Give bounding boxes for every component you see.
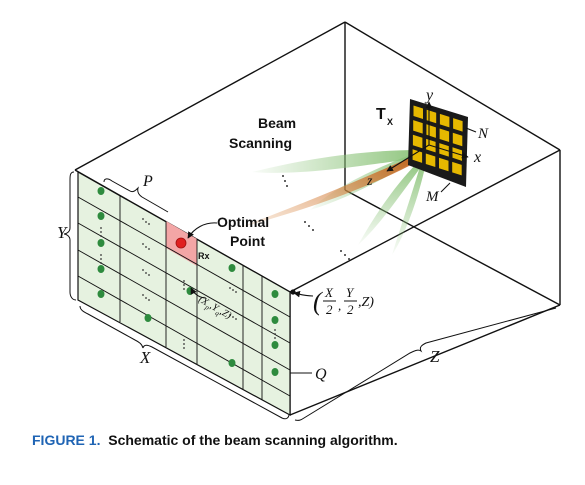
axis-x-label: x [473,149,481,166]
connectors [187,222,314,374]
label-P: P [142,173,153,190]
point-coordinate-label: (Xp,Yq,Z) [196,294,234,324]
svg-text:2: 2 [326,302,333,317]
svg-text:X: X [324,285,334,300]
label-Y: Y [57,223,68,242]
tx-antenna-cell [413,105,423,120]
figure-label: FIGURE 1. [32,432,101,448]
tx-axes [386,101,477,193]
svg-text:,Z): ,Z) [358,295,374,310]
svg-text:2: 2 [347,302,354,317]
axis-z-label: z [366,174,373,189]
optimal-label-line2: Point [230,233,265,249]
optimal-label-line1: Optimal [217,214,269,230]
beam-label-line1: Beam [258,115,296,131]
svg-text:Y: Y [346,285,355,300]
figure-caption: FIGURE 1. Schematic of the beam scanning… [32,432,572,448]
tx-antenna-cell [439,128,450,143]
label-N: N [477,126,489,142]
svg-text:,: , [338,298,341,313]
label-Z: Z [430,347,440,366]
grid-ellipsis-marks [100,218,276,349]
diagram-labels: Beam Scanning Optimal Point T X y x z N … [57,87,489,383]
center-coordinate-label: ( X 2 , Y 2 ,Z) [313,285,374,317]
caption-text: Schematic of the beam scanning algorithm… [108,432,398,448]
tx-antenna-cell [412,149,423,163]
axis-y-label: y [424,87,434,104]
tx-antenna-cell [439,157,449,172]
rx-label: Rx [198,251,210,261]
tx-label: T [376,106,386,123]
label-Q: Q [315,366,327,383]
tx-antenna-cell [425,153,436,168]
beams [238,150,426,255]
tx-antenna-cell [413,120,423,134]
tx-antenna-cell [453,118,463,132]
label-M: M [425,189,440,205]
tx-antenna-cell [439,113,450,128]
label-X: X [139,348,151,367]
receiver-grid [77,170,291,417]
beam-label-line2: Scanning [229,135,292,151]
grid-receiver-dots [97,187,279,376]
tx-antenna-cell [452,132,463,147]
beam-ellipsis [282,175,350,260]
tx-antenna-cell [412,134,423,149]
tx-antenna-cell [452,161,462,176]
tx-label-sub: X [387,117,393,127]
svg-text:(: ( [313,287,323,316]
dimension-braces [63,171,557,421]
rx-point: Rx [175,237,210,261]
